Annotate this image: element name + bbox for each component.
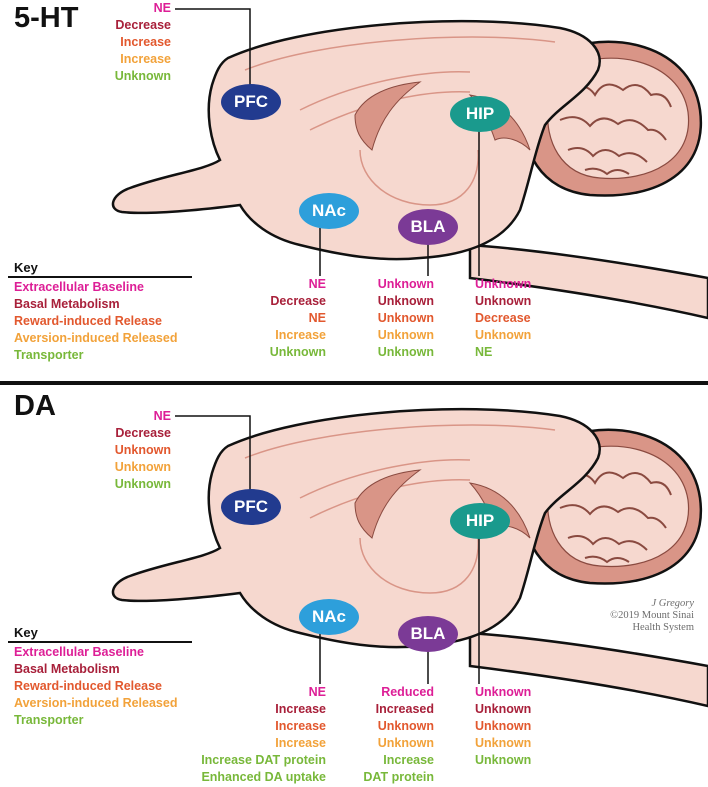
bla-baseline: Reduced <box>381 685 434 699</box>
nac-region: NAc <box>299 599 359 635</box>
key-reward-release: Reward-induced Release <box>14 679 162 693</box>
credit-copyright: ©2019 Mount Sinai <box>610 610 694 621</box>
nac-reward: NE <box>308 311 326 325</box>
nac-metabolism: Decrease <box>270 294 326 308</box>
key-aversion-release: Aversion-induced Released <box>14 696 178 710</box>
nac-values: NE Decrease NE Increase Unknown <box>270 276 326 361</box>
pfc-aversion: Increase <box>120 52 171 66</box>
pfc-values: NE Decrease Increase Increase Unknown <box>115 0 171 85</box>
nac-reward: Increase <box>275 719 326 733</box>
hip-metabolism: Unknown <box>475 702 532 716</box>
brainstem-shape <box>468 631 708 708</box>
key-transporter: Transporter <box>14 348 84 362</box>
pfc-transporter: Unknown <box>114 477 171 491</box>
key-aversion-release: Aversion-induced Released <box>14 331 178 345</box>
brainstem-shape <box>468 243 708 320</box>
bla-aversion: Unknown <box>377 328 434 342</box>
nac-aversion: Increase <box>275 736 326 750</box>
hip-metabolism: Unknown <box>475 294 532 308</box>
bla-aversion: Unknown <box>377 736 434 750</box>
bla-values: Reduced Increased Unknown Unknown Increa… <box>363 684 434 786</box>
credit-organization: Health System <box>632 622 694 633</box>
bla-metabolism: Unknown <box>377 294 434 308</box>
pfc-transporter: Unknown <box>114 69 171 83</box>
key-reward-release: Reward-induced Release <box>14 314 162 328</box>
panel-divider <box>0 381 708 385</box>
pfc-baseline: NE <box>153 409 171 423</box>
key-list: Extracellular Baseline Basal Metabolism … <box>14 644 177 729</box>
hip-transporter: Unknown <box>475 753 532 767</box>
key-title: Key <box>14 260 38 275</box>
hip-reward: Unknown <box>475 719 532 733</box>
bla-reward: Unknown <box>377 311 434 325</box>
key-basal-metabolism: Basal Metabolism <box>14 297 120 311</box>
cerebrum-shape <box>111 19 601 261</box>
hip-baseline: Unknown <box>475 277 532 291</box>
key-extracellular-baseline: Extracellular Baseline <box>14 280 144 294</box>
key-basal-metabolism: Basal Metabolism <box>14 662 120 676</box>
nac-transporter: Unknown <box>269 345 326 359</box>
key-extracellular-baseline: Extracellular Baseline <box>14 645 144 659</box>
hip-region: HIP <box>450 96 510 132</box>
bla-reward: Unknown <box>377 719 434 733</box>
panel-da: DA PFC NAc BLA HIP NE Decrease Unknown U… <box>0 388 708 787</box>
bla-transporter: Unknown <box>377 345 434 359</box>
hip-region: HIP <box>450 503 510 539</box>
nac-baseline: NE <box>308 277 326 291</box>
hip-baseline: Unknown <box>475 685 532 699</box>
pfc-region: PFC <box>221 489 281 525</box>
panel-5ht: 5-HT PFC NAc BLA HIP NE Decrease Increas… <box>0 0 708 384</box>
key-title: Key <box>14 625 38 640</box>
nac-metabolism: Increase <box>275 702 326 716</box>
illustration-credit: J Gregory ©2019 Mount Sinai Health Syste… <box>610 598 694 634</box>
pfc-metabolism: Decrease <box>115 426 171 440</box>
key-list: Extracellular Baseline Basal Metabolism … <box>14 279 177 364</box>
hip-values: Unknown Unknown Unknown Unknown Unknown <box>475 684 531 769</box>
pfc-metabolism: Decrease <box>115 18 171 32</box>
hip-reward: Decrease <box>475 311 531 325</box>
pfc-region: PFC <box>221 84 281 120</box>
pfc-baseline: NE <box>153 1 171 15</box>
pfc-reward: Unknown <box>114 443 171 457</box>
hip-aversion: Unknown <box>475 328 532 342</box>
hip-values: Unknown Unknown Decrease Unknown NE <box>475 276 531 361</box>
brain-illustration <box>111 8 708 320</box>
key-rule <box>8 641 192 643</box>
cerebrum-shape <box>111 407 601 649</box>
bla-transporter: Increase <box>383 753 434 767</box>
panel-title: 5-HT <box>14 2 79 34</box>
panel-title: DA <box>14 390 56 422</box>
bla-metabolism: Increased <box>375 702 434 716</box>
nac-transporter: Increase DAT protein <box>201 753 326 767</box>
nac-baseline: NE <box>308 685 326 699</box>
hip-transporter: NE <box>475 345 493 359</box>
nac-values: NE Increase Increase Increase Increase D… <box>201 684 326 786</box>
brain-illustration <box>111 407 708 708</box>
key-transporter: Transporter <box>14 713 84 727</box>
bla-values: Unknown Unknown Unknown Unknown Unknown <box>378 276 434 361</box>
credit-artist: J Gregory <box>651 598 694 609</box>
bla-transporter-2: DAT protein <box>363 770 434 784</box>
key-rule <box>8 276 192 278</box>
bla-region: BLA <box>398 209 458 245</box>
bla-baseline: Unknown <box>377 277 434 291</box>
pfc-aversion: Unknown <box>114 460 171 474</box>
bla-region: BLA <box>398 616 458 652</box>
nac-transporter-2: Enhanced DA uptake <box>201 770 326 784</box>
hip-aversion: Unknown <box>475 736 532 750</box>
pfc-values: NE Decrease Unknown Unknown Unknown <box>115 408 171 493</box>
pfc-reward: Increase <box>120 35 171 49</box>
nac-region: NAc <box>299 193 359 229</box>
nac-aversion: Increase <box>275 328 326 342</box>
